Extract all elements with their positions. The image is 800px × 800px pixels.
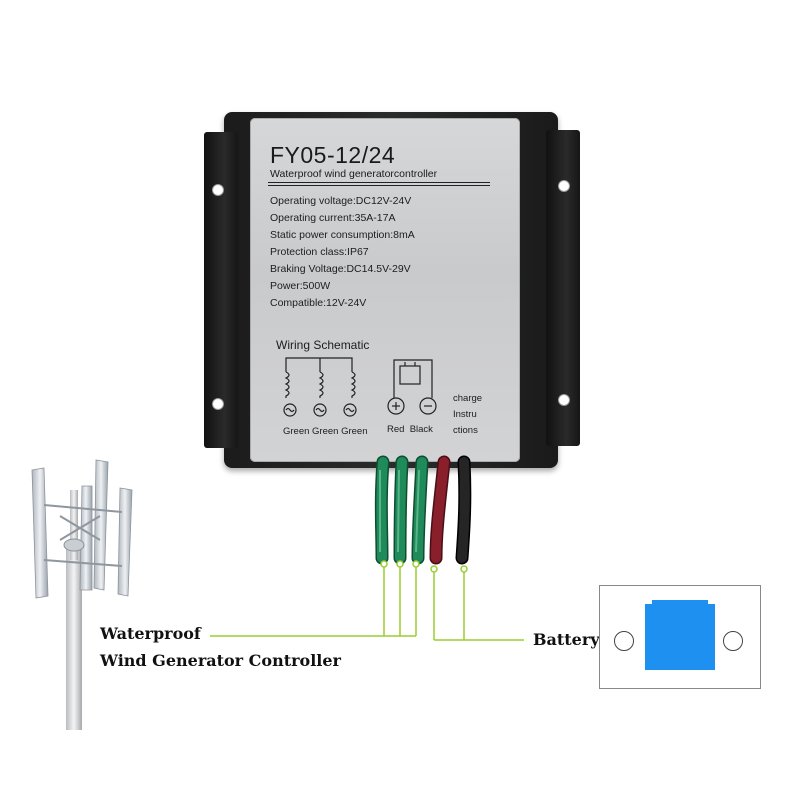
spec-line: Protection class:IP67 — [270, 246, 369, 258]
mounting-hole — [212, 398, 224, 410]
spec-line: Static power consumption:8mA — [270, 229, 415, 241]
spec-line: Operating current:35A-17A — [270, 212, 396, 224]
charge-label: charge — [453, 393, 483, 404]
charge-label: ctions — [453, 425, 478, 436]
wire-end-dots — [380, 560, 468, 573]
spec-line: Power:500W — [270, 280, 331, 292]
label-plate — [250, 118, 520, 462]
battery-wire-labels: Red Black — [387, 424, 433, 435]
charge-label: Instru — [453, 409, 477, 420]
battery-top — [652, 600, 708, 606]
generator-wire-labels: Green Green Green — [283, 426, 368, 437]
battery-terminal-right — [723, 631, 743, 651]
controller-caption-line1: Waterproof — [100, 624, 201, 643]
battery-terminal-left — [614, 631, 634, 651]
spec-line: Compatible:12V-24V — [270, 297, 367, 309]
controller-caption-line2: Wind Generator Controller — [100, 651, 341, 670]
spec-line: Operating voltage:DC12V-24V — [270, 195, 412, 207]
turbine-blades — [31, 459, 133, 599]
leader-lines — [210, 565, 524, 641]
title-rule — [268, 185, 490, 186]
mounting-flange-right — [546, 130, 580, 446]
battery-caption: Battery — [533, 630, 600, 649]
mounting-hole — [212, 184, 224, 196]
mounting-hole — [558, 180, 570, 192]
mounting-hole — [558, 394, 570, 406]
model-title: FY05-12/24 — [270, 142, 396, 168]
battery-icon — [645, 604, 715, 670]
mounting-flange-left — [204, 132, 238, 448]
spec-line: Braking Voltage:DC14.5V-29V — [270, 263, 411, 275]
product-subtitle: Waterproof wind generatorcontroller — [270, 168, 438, 180]
schematic-title: Wiring Schematic — [276, 338, 370, 352]
title-rule — [268, 182, 490, 183]
